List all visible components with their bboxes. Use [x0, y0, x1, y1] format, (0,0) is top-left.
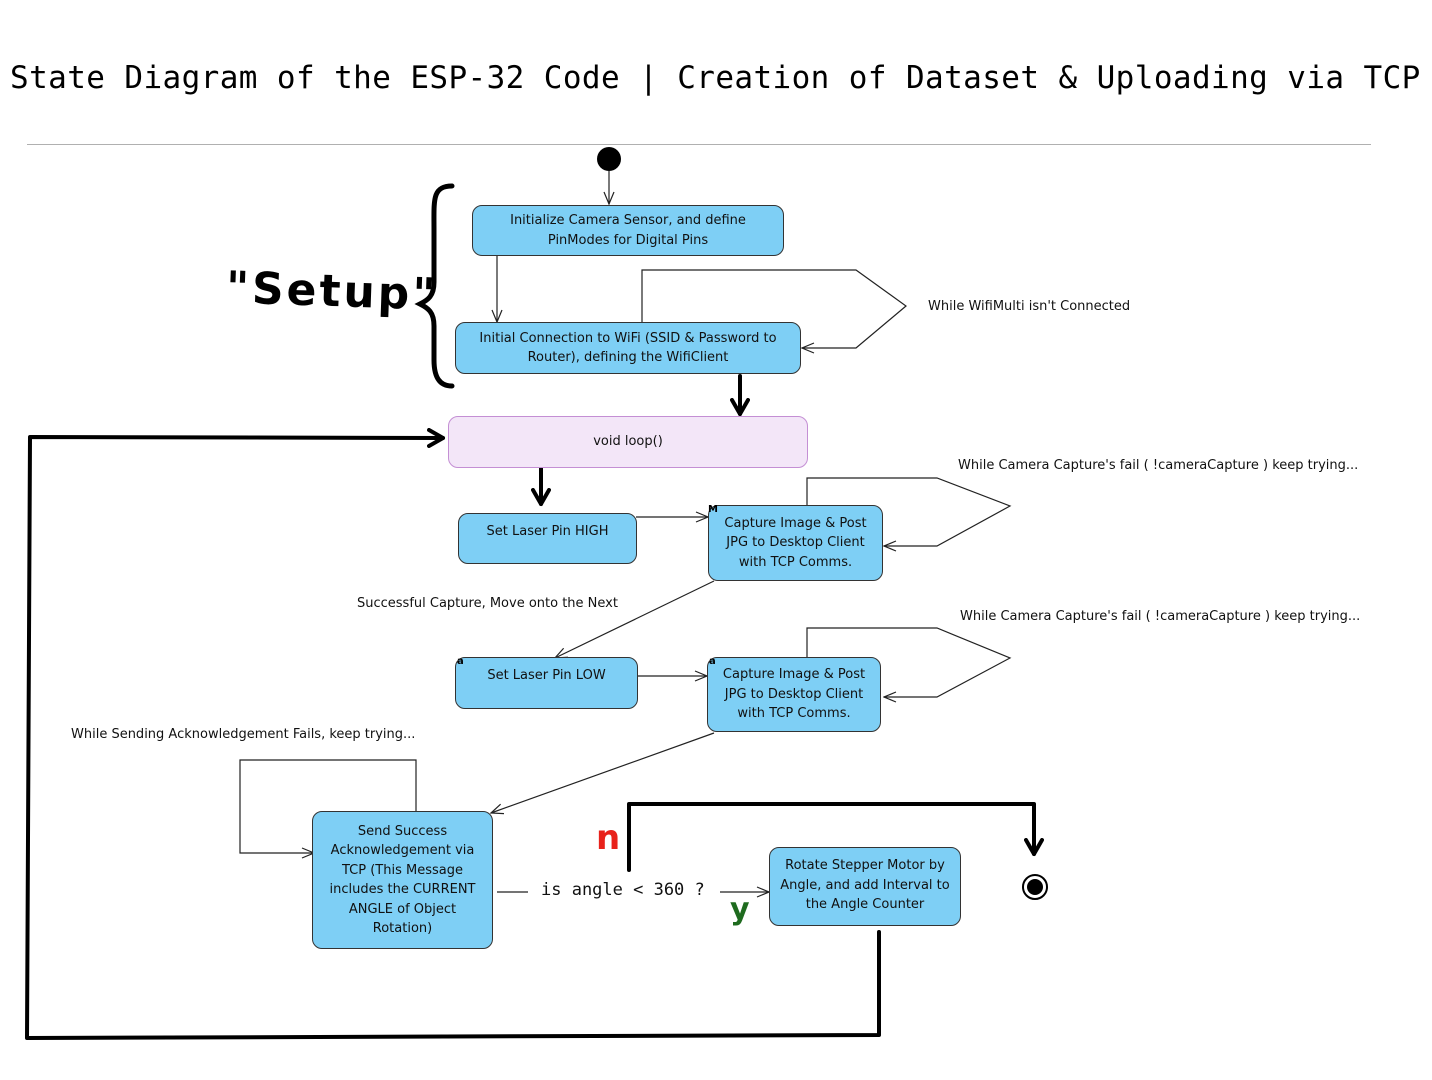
- state-init-camera: Initialize Camera Sensor, and define Pin…: [472, 205, 784, 256]
- state-wifi-connect: Initial Connection to WiFi (SSID & Passw…: [455, 322, 801, 374]
- branch-no-mark: n: [596, 818, 621, 858]
- setup-label: "Setup": [225, 262, 440, 321]
- setup-brace: [414, 183, 455, 389]
- state-void-loop: void loop(): [448, 416, 808, 468]
- diagram-title: State Diagram of the ESP-32 Code | Creat…: [10, 60, 1421, 96]
- final-state: [1022, 874, 1048, 900]
- edge-capture2-self-loop: [806, 627, 1012, 697]
- edge-capture1-self-loop: [806, 477, 1012, 546]
- capture-1-corner-mark: M: [708, 504, 718, 515]
- edge-no-to-final: [627, 802, 1044, 872]
- edge-rotate-back-to-loop: [25, 427, 881, 1040]
- label-capture-loop-2: While Camera Capture's fail ( !cameraCap…: [960, 609, 1361, 624]
- state-capture-2: Capture Image & Post JPG to Desktop Clie…: [707, 657, 881, 732]
- initial-state: [597, 147, 621, 171]
- state-rotate-stepper: Rotate Stepper Motor by Angle, and add I…: [769, 847, 961, 926]
- label-capture-loop-1: While Camera Capture's fail ( !cameraCap…: [958, 458, 1359, 473]
- label-wifi-loop: While WifiMulti isn't Connected: [928, 299, 1131, 314]
- capture-2-corner-mark: a: [709, 656, 716, 667]
- state-send-ack: Send Success Acknowledgement via TCP (Th…: [312, 811, 493, 949]
- label-successful-capture: Successful Capture, Move onto the Next: [357, 596, 618, 611]
- laser-low-corner-mark: a: [457, 656, 464, 667]
- edge-capture1-to-laser-low: [555, 580, 715, 658]
- state-laser-high: Set Laser Pin HIGH: [458, 513, 637, 564]
- edge-ack-self-loop: [239, 759, 417, 853]
- decision-label: is angle < 360 ?: [541, 880, 705, 900]
- title-divider: [27, 144, 1371, 145]
- branch-yes-mark: y: [730, 892, 750, 927]
- edge-wifi-self-loop: [641, 269, 907, 348]
- state-laser-low: Set Laser Pin LOW: [455, 657, 638, 709]
- label-ack-loop: While Sending Acknowledgement Fails, kee…: [71, 727, 416, 742]
- state-capture-1: Capture Image & Post JPG to Desktop Clie…: [708, 505, 883, 581]
- edge-capture2-to-ack: [491, 732, 715, 813]
